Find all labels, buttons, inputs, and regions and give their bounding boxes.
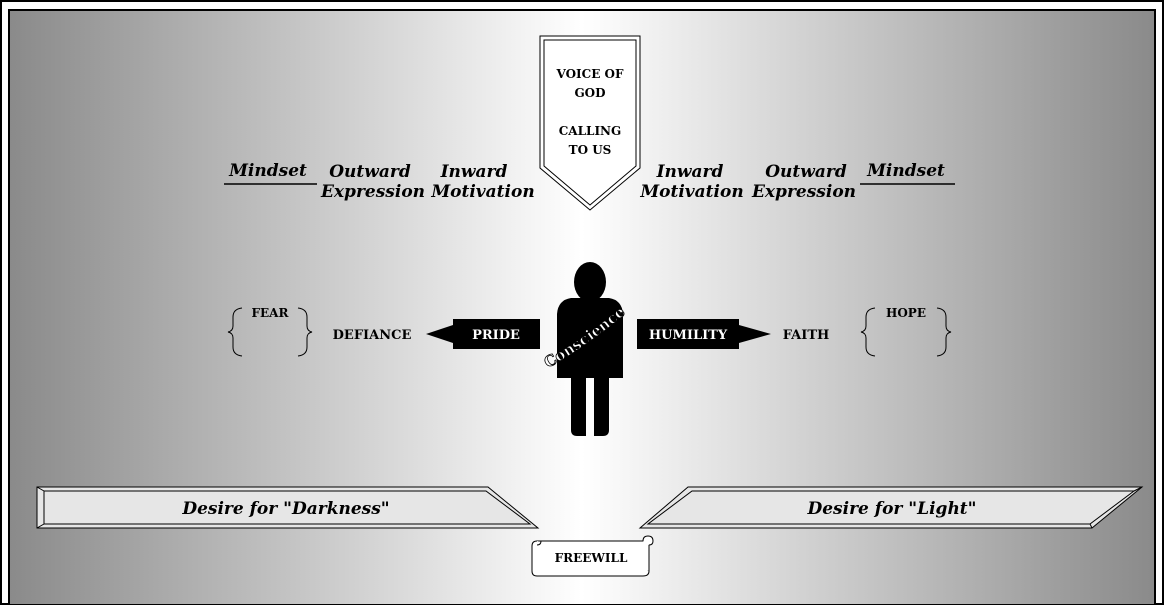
hope-right-brace — [936, 307, 952, 357]
banner-line-1: VOICE OF — [555, 67, 623, 81]
person-figure-icon — [557, 262, 623, 436]
right-arrowhead — [739, 325, 771, 343]
hope-label: HOPE — [886, 306, 926, 320]
left-inward-header-2: Motivation — [430, 182, 534, 202]
left-arrowhead — [426, 325, 453, 343]
right-platform: Desire for "Light" — [638, 486, 1144, 529]
banner-line-2: GOD — [574, 86, 605, 100]
left-mindset-header: Mindset — [228, 161, 307, 181]
light-label: Desire for "Light" — [806, 499, 976, 519]
banner-line-4: TO US — [569, 143, 612, 157]
hope-left-brace — [860, 307, 876, 357]
darkness-label: Desire for "Darkness" — [181, 499, 389, 519]
banner-line-3: CALLING — [559, 124, 622, 138]
fear-label: FEAR — [252, 306, 290, 320]
right-inward-header-2: Motivation — [639, 182, 743, 202]
left-platform: Desire for "Darkness" — [36, 486, 540, 529]
right-inward-header-1: Inward — [656, 162, 724, 182]
fear-left-brace — [227, 307, 243, 357]
left-side-row: FEAR DEFIANCE PRIDE — [227, 306, 540, 357]
voice-banner: VOICE OF GOD CALLING TO US — [539, 35, 641, 211]
left-headers: Mindset Outward Expression Inward Motiva… — [224, 161, 535, 202]
right-mindset-header: Mindset — [866, 161, 945, 181]
freewill-label: FREEWILL — [555, 551, 628, 565]
right-outward-header-1: Outward — [765, 162, 847, 182]
freewill-scroll: FREEWILL — [531, 535, 654, 577]
pride-box — [453, 319, 540, 349]
humility-label: HUMILITY — [649, 328, 728, 343]
fear-right-brace — [297, 307, 313, 357]
pride-label: PRIDE — [472, 328, 520, 343]
left-outward-header-1: Outward — [329, 162, 411, 182]
defiance-label: DEFIANCE — [333, 328, 412, 343]
left-outward-header-2: Expression — [320, 182, 425, 202]
right-outward-header-2: Expression — [751, 182, 856, 202]
faith-label: FAITH — [783, 328, 830, 343]
humility-box — [637, 319, 739, 349]
right-headers: Inward Motivation Outward Expression Min… — [639, 161, 955, 202]
left-inward-header-1: Inward — [440, 162, 508, 182]
right-side-row: HUMILITY FAITH HOPE — [637, 306, 952, 357]
